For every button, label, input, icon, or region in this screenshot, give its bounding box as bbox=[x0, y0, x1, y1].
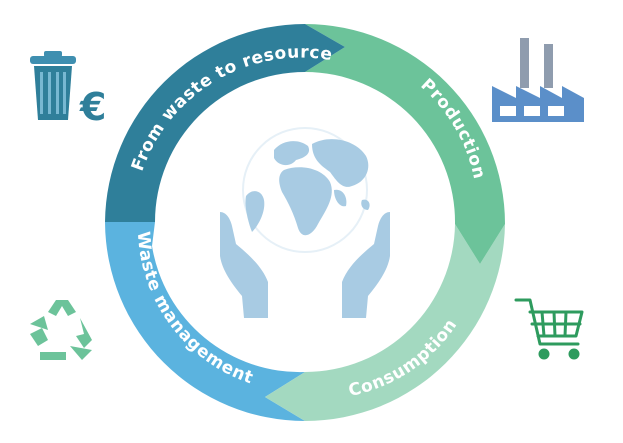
factory-icon bbox=[492, 38, 584, 122]
segment-production bbox=[305, 24, 505, 264]
shopping-cart-icon bbox=[514, 298, 584, 360]
globe-icon bbox=[242, 127, 368, 253]
segment-consumption bbox=[265, 224, 505, 421]
globe-in-hands-icon bbox=[220, 127, 390, 318]
right-hand-icon bbox=[342, 212, 390, 318]
segment-from-waste-to-resources bbox=[105, 24, 345, 222]
segment-waste-management bbox=[105, 222, 305, 421]
recycle-icon bbox=[30, 300, 92, 360]
trash-bin-icon bbox=[30, 51, 76, 120]
left-hand-icon bbox=[220, 212, 268, 318]
euro-icon: € bbox=[79, 85, 106, 129]
